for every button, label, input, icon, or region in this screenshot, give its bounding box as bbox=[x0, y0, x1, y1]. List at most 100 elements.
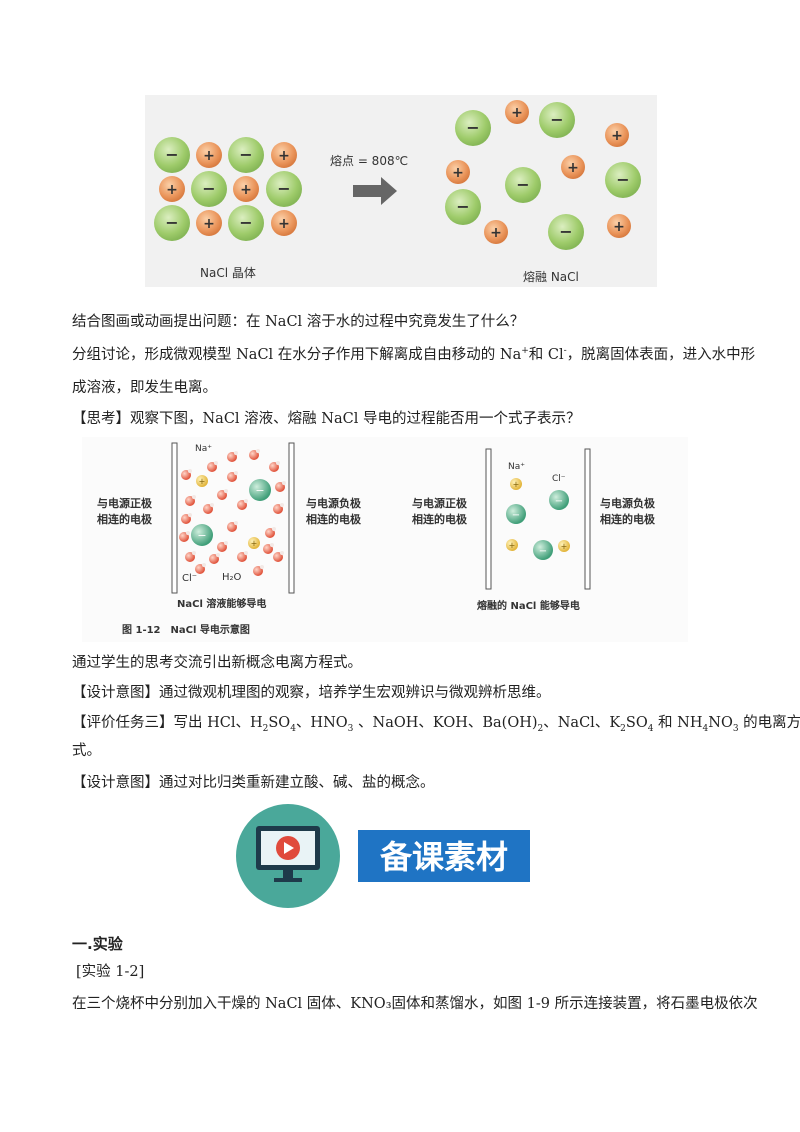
molten-10-cl-ion bbox=[548, 214, 584, 250]
design-intent-tag-1: 【设计意图】 bbox=[72, 685, 159, 701]
crystal-r1c0-sign: + bbox=[166, 182, 178, 198]
molten-9-sign: + bbox=[490, 225, 502, 241]
left-cl-ion-bottom-sign: − bbox=[197, 529, 206, 542]
left-negative-label-line2: 相连的电极 bbox=[306, 512, 362, 526]
right-na-ion-left-sign: + bbox=[509, 541, 516, 550]
crystal-r1c1-sign: − bbox=[202, 179, 215, 198]
melting-point-label: 熔点 = 808℃ bbox=[330, 153, 408, 168]
right-cl-ion-middle bbox=[506, 504, 526, 524]
paragraph-think: 【思考】观察下图，NaCl 溶液、熔融 NaCl 导电的过程能否用一个式子表示？ bbox=[72, 409, 580, 429]
crystal-r2c2-cl-ion bbox=[228, 205, 264, 241]
left-positive-electrode bbox=[171, 442, 178, 594]
crystal-r2c1-sign: + bbox=[203, 216, 215, 232]
water-molecule bbox=[217, 542, 227, 552]
melting-arrow-icon bbox=[353, 177, 397, 205]
crystal-r2c0-cl-ion bbox=[154, 205, 190, 241]
cl-charge: - bbox=[563, 346, 567, 357]
left-cl-ion-top-sign: − bbox=[255, 484, 264, 497]
molten-9-na-ion bbox=[484, 220, 508, 244]
right-na-ion-right bbox=[558, 540, 570, 552]
experiment-label: [实验 1-2] bbox=[76, 964, 145, 980]
left-negative-electrode bbox=[288, 442, 295, 594]
molten-1-sign: + bbox=[511, 105, 523, 121]
nacl-melting-figure: −+−++−+−−+−+ −+−++−+−−+−+ 熔点 = 808℃ NaCl… bbox=[145, 95, 657, 287]
molten-8-cl-ion bbox=[445, 189, 481, 225]
design-intent-text-2: 通过对比归类重新建立酸、碱、盐的概念。 bbox=[159, 775, 435, 791]
paragraph-eval-task: 【评价任务三】写出 HCl、H2SO4、HNO3 、NaOH、KOH、Ba(OH… bbox=[72, 713, 800, 733]
right-na-ion-right-sign: + bbox=[561, 542, 568, 551]
left-negative-label-line1: 与电源负极 bbox=[306, 496, 362, 510]
molten-4-na-ion bbox=[446, 160, 470, 184]
crystal-r1c0-na-ion bbox=[159, 176, 185, 202]
molten-7-cl-ion bbox=[605, 162, 641, 198]
molten-8-sign: − bbox=[456, 197, 469, 216]
molten-0-sign: − bbox=[466, 118, 479, 137]
right-cl-ion-middle-sign: − bbox=[512, 510, 520, 521]
nacl-melting-svg: −+−++−+−−+−+ −+−++−+−−+−+ 熔点 = 808℃ NaCl… bbox=[154, 100, 641, 284]
monitor-neck bbox=[283, 870, 293, 878]
crystal-r0c3-na-ion bbox=[271, 142, 297, 168]
paragraph-eval-task-line2: 式。 bbox=[72, 743, 101, 759]
na-charge: + bbox=[521, 346, 529, 357]
molten-10-sign: − bbox=[559, 222, 572, 241]
crystal-r0c1-na-ion bbox=[196, 142, 222, 168]
right-na-ion-top-sign: + bbox=[513, 480, 520, 489]
crystal-r2c3-na-ion bbox=[271, 210, 297, 236]
water-molecule bbox=[217, 490, 227, 500]
left-na-ion-bottom-sign: + bbox=[251, 539, 258, 548]
crystal-r0c2-sign: − bbox=[239, 145, 252, 164]
molten-3-sign: + bbox=[611, 128, 623, 144]
water-hydrogen bbox=[260, 565, 264, 569]
right-cl-ion-top-sign: − bbox=[555, 496, 563, 507]
crystal-r1c1-cl-ion bbox=[191, 171, 227, 207]
molten-7-sign: − bbox=[616, 170, 629, 189]
crystal-r2c3-sign: + bbox=[278, 216, 290, 232]
crystal-r1c3-sign: − bbox=[277, 179, 290, 198]
water-hydrogen bbox=[272, 527, 276, 531]
molten-5-cl-ion bbox=[505, 167, 541, 203]
crystal-r1c2-na-ion bbox=[233, 176, 259, 202]
water-hydrogen bbox=[186, 531, 190, 535]
left-na-ion-top bbox=[196, 475, 208, 487]
water-hydrogen bbox=[214, 461, 218, 465]
water-hydrogen bbox=[224, 541, 228, 545]
think-tag: 【思考】 bbox=[72, 411, 130, 427]
molten-6-sign: + bbox=[567, 160, 579, 176]
paragraph-concept: 通过学生的思考交流引出新概念电离方程式。 bbox=[72, 655, 362, 671]
monitor-stand bbox=[274, 878, 302, 882]
water-hydrogen bbox=[216, 553, 220, 557]
molten-5-sign: − bbox=[516, 175, 529, 194]
water-molecule bbox=[185, 496, 195, 506]
banner-svg: 备课素材 bbox=[236, 804, 530, 908]
water-hydrogen bbox=[192, 551, 196, 555]
molten-11-sign: + bbox=[613, 219, 625, 235]
crystal-r0c1-sign: + bbox=[203, 148, 215, 164]
think-text: 观察下图，NaCl 溶液、熔融 NaCl 导电的过程能否用一个式子表示？ bbox=[130, 411, 581, 427]
water-molecule bbox=[227, 522, 237, 532]
molten-1-na-ion bbox=[505, 100, 529, 124]
molten-2-sign: − bbox=[550, 110, 563, 129]
molten-3-na-ion bbox=[605, 123, 629, 147]
water-molecule bbox=[181, 514, 191, 524]
crystal-r0c0-cl-ion bbox=[154, 137, 190, 173]
water-hydrogen bbox=[270, 543, 274, 547]
crystal-r2c0-sign: − bbox=[165, 213, 178, 232]
eval-task-tag: 【评价任务三】 bbox=[72, 715, 174, 731]
paragraph-discussion-line1: 分组讨论，形成微观模型 NaCl 在水分子作用下解离成自由移动的 Na+和 Cl… bbox=[72, 345, 755, 365]
paragraph-design-intent-1: 【设计意图】通过微观机理图的观察，培养学生宏观辨识与微观辨析思维。 bbox=[72, 683, 551, 703]
water-hydrogen bbox=[188, 513, 192, 517]
play-triangle-icon bbox=[284, 842, 294, 854]
water-hydrogen bbox=[256, 449, 260, 453]
water-molecule bbox=[209, 554, 219, 564]
water-molecule bbox=[273, 552, 283, 562]
crystal-r0c2-cl-ion bbox=[228, 137, 264, 173]
left-panel-caption: NaCl 溶液能够导电 bbox=[177, 597, 266, 610]
molten-6-na-ion bbox=[561, 155, 585, 179]
water-molecule bbox=[237, 500, 247, 510]
water-molecule bbox=[203, 504, 213, 514]
molten-caption: 熔融 NaCl bbox=[523, 269, 579, 284]
water-molecule bbox=[269, 462, 279, 472]
nacl-conduction-figure: − − + + Na⁺ Cl⁻ H₂O + − − + − + Na⁺ Cl⁻ … bbox=[82, 437, 688, 642]
section-heading: 一.实验 bbox=[72, 935, 123, 953]
paragraph-question: 结合图画或动画提出问题：在 NaCl 溶于水的过程中究竟发生了什么？ bbox=[72, 314, 525, 330]
